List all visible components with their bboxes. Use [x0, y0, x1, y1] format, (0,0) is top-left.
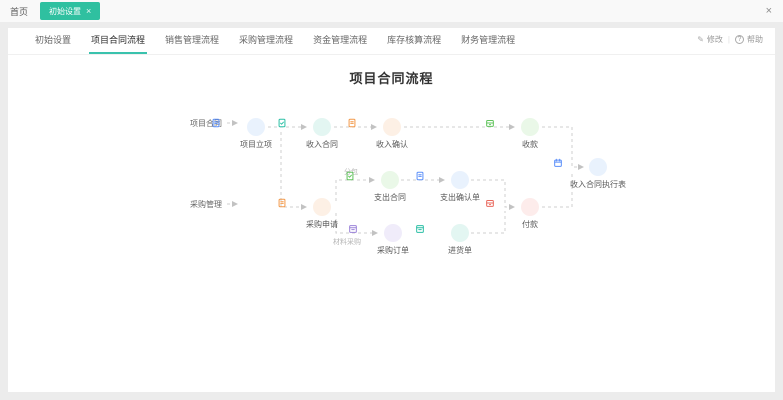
flow-node-goods-receipt[interactable]: 进货单 — [415, 224, 505, 256]
tab-funds-process[interactable]: 资金管理流程 — [313, 35, 368, 45]
tab-sales-process[interactable]: 销售管理流程 — [165, 35, 220, 45]
process-tabstrip: 初始设置 项目合同流程 销售管理流程 采购管理流程 资金管理流程 库存核算流程 … — [8, 28, 775, 55]
flow-node-label: 收入合同执行表 — [570, 180, 626, 189]
flow-node-label: 项目立项 — [240, 140, 272, 149]
page-title: 项目合同流程 — [349, 71, 434, 86]
calendar-report-icon — [554, 158, 607, 176]
help-label: 帮助 — [747, 35, 763, 44]
document-icon — [278, 198, 331, 216]
open-page-tab-label: 初始设置 — [49, 6, 82, 16]
contract-check-icon — [346, 171, 399, 189]
flow-node-label: 付款 — [522, 220, 538, 229]
help-icon: ? — [735, 35, 744, 44]
flow-node-payment[interactable]: 付款 — [485, 198, 575, 230]
divider: | — [727, 35, 730, 44]
flow-node-label: 支出确认单 — [440, 193, 480, 202]
modify-label: 修改 — [706, 35, 723, 44]
strip-actions: ✎ 修改 | ? 帮助 — [697, 34, 763, 45]
flow-node-label: 收款 — [522, 140, 538, 149]
flow-node-income-confirmation[interactable]: 收入确认 — [347, 118, 437, 150]
flow-node-receipt[interactable]: 收款 — [485, 118, 575, 150]
modify-button[interactable]: ✎ 修改 — [697, 34, 723, 45]
flow-node-income-contract[interactable]: 收入合同 — [277, 118, 367, 150]
open-page-tab[interactable]: 初始设置 × — [40, 2, 101, 20]
cashbox-icon — [486, 118, 539, 136]
contract-check-icon — [278, 118, 331, 136]
content-panel: 初始设置 项目合同流程 销售管理流程 采购管理流程 资金管理流程 库存核算流程 … — [8, 28, 775, 392]
flow-node-label: 支出合同 — [374, 193, 406, 202]
tab-finance-process[interactable]: 财务管理流程 — [461, 35, 516, 45]
document-icon — [416, 171, 469, 189]
cashbox-icon — [486, 198, 539, 216]
flow-node-project-initiation[interactable]: 项目立项 — [211, 118, 301, 150]
tab-initial-setup[interactable]: 初始设置 — [35, 35, 72, 45]
document-icon — [212, 118, 265, 136]
tab-project-contract-process[interactable]: 项目合同流程 — [89, 33, 148, 54]
document-icon — [348, 118, 401, 136]
flow-node-expense-contract[interactable]: 支出合同 — [345, 171, 435, 203]
window-close-icon[interactable]: × — [765, 5, 772, 17]
order-list-icon — [416, 224, 469, 242]
flow-node-label: 收入确认 — [376, 140, 408, 149]
flow-node-purchase-request[interactable]: 采购申请 — [277, 198, 367, 230]
tab-close-icon[interactable]: × — [86, 5, 92, 16]
help-button[interactable]: ? 帮助 — [735, 34, 763, 45]
flow-node-label: 收入合同 — [306, 140, 338, 149]
flow-node-label: 进货单 — [448, 246, 472, 255]
home-menu-item[interactable]: 首页 — [10, 6, 29, 17]
flow-node-expense-confirmation[interactable]: 支出确认单 — [415, 171, 505, 203]
tab-purchase-process[interactable]: 采购管理流程 — [239, 35, 294, 45]
tab-inventory-accounting-process[interactable]: 库存核算流程 — [387, 35, 442, 45]
flow-node-income-contract-report[interactable]: 收入合同执行表 — [553, 158, 643, 190]
flow-node-label: 采购申请 — [306, 220, 338, 229]
pencil-icon: ✎ — [697, 35, 704, 44]
flow-node-purchase-order[interactable]: 采购订单 — [348, 224, 438, 256]
top-window-bar: 首页 初始设置 × × — [0, 0, 783, 22]
flow-node-label: 采购订单 — [377, 246, 409, 255]
order-list-icon — [349, 224, 402, 242]
